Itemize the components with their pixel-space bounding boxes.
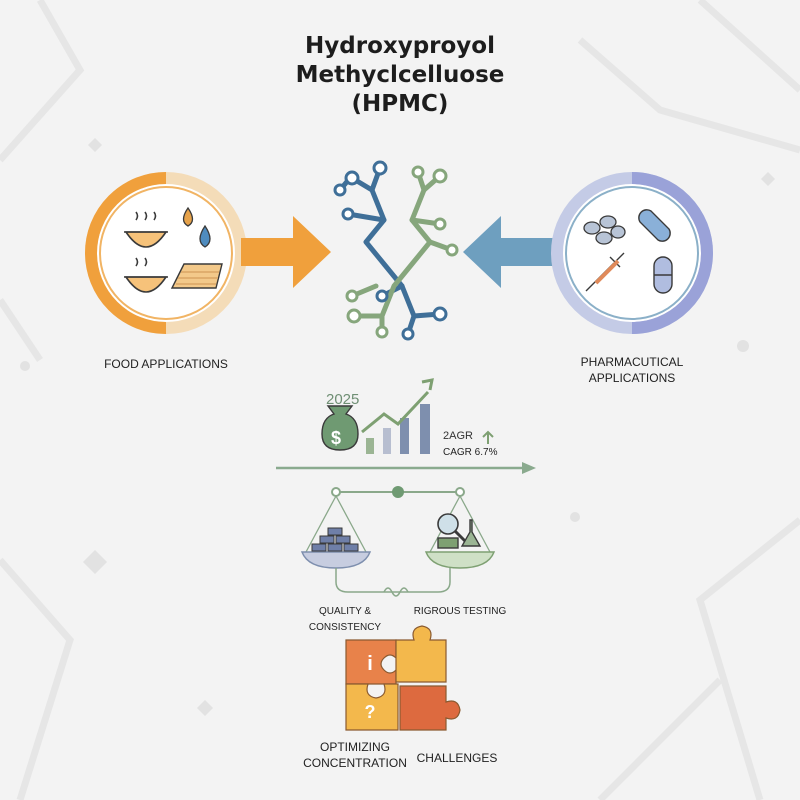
cagr-label: CAGR 6.7% [443, 447, 498, 458]
title-line-1: Hydroxyproyol [305, 33, 495, 59]
optimizing-concentration-label: OPTIMIZING CONCENTRATION [300, 739, 410, 771]
food-applications-circle [85, 172, 247, 334]
year-label: 2025 [326, 391, 360, 408]
flask-icon [437, 519, 482, 549]
question-symbol: ? [365, 702, 376, 722]
puzzle-piece-info [345, 639, 397, 685]
syringe-icon [585, 252, 625, 292]
food-applications-label: FOOD APPLICATIONS [104, 357, 228, 371]
pill-icon [583, 215, 626, 245]
dollar-sign: $ [331, 428, 341, 448]
food-arrow [241, 216, 331, 288]
timeline-arrow [276, 462, 536, 474]
hpmc-molecule-icon [333, 160, 459, 341]
water-drop-icon [182, 206, 211, 248]
puzzle-icon [345, 625, 461, 731]
bricks-icon [311, 527, 359, 552]
bread-icon [170, 263, 223, 289]
optimizing-line-2: CONCENTRATION [303, 756, 407, 770]
agr-label: 2AGR [443, 430, 473, 442]
info-symbol: i [367, 653, 373, 675]
pharma-label-line-1: PHARMACUTICAL [580, 355, 684, 369]
title-line-3: (HPMC) [351, 91, 449, 117]
soup-bowl-icon [124, 211, 168, 248]
magnifier-icon [437, 513, 471, 547]
capsule-icon [638, 209, 673, 294]
balance-scale-icon [300, 486, 496, 597]
optimizing-line-1: OPTIMIZING [320, 740, 390, 754]
puzzle-piece-red [399, 685, 461, 731]
puzzle-piece-yellow [395, 625, 447, 683]
pharma-label-line-2: APPLICATIONS [588, 371, 676, 385]
pharmaceutical-applications-label: PHARMACUTICAL APPLICATIONS [572, 354, 692, 386]
title-line-2: Methyclcelluose [295, 62, 505, 88]
pharma-arrow [463, 216, 553, 288]
money-bag-icon [321, 405, 359, 451]
diagram-title: Hydroxyproyol Methyclcelluose (HPMC) [200, 32, 600, 119]
challenges-label: CHALLENGES [416, 751, 498, 765]
pharmaceutical-applications-circle [551, 172, 713, 334]
soup-bowl-icon [124, 257, 168, 293]
puzzle-piece-question [345, 683, 399, 731]
growth-chart-icon [361, 378, 434, 454]
up-arrow-icon [482, 430, 494, 444]
rigorous-testing-label: RIGROUS TESTING [413, 606, 507, 617]
quality-consistency-label: QUALITY & CONSISTENCY [308, 606, 382, 633]
